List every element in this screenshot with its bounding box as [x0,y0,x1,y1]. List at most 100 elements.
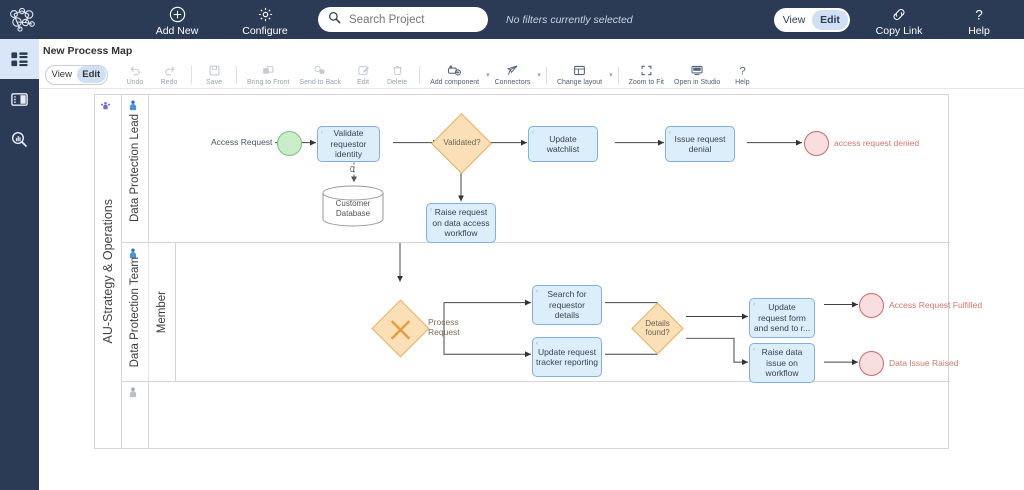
connectors-group[interactable]: Connectors ▾ [490,64,541,86]
app-logo[interactable] [0,0,46,39]
task-update-request-form[interactable]: ‹ Update request form and send to r... [749,298,815,338]
question-mark-icon: ? [736,64,749,78]
start-event[interactable] [277,131,302,156]
add-component-button[interactable]: Add component [425,64,484,86]
help-button[interactable]: ? Help [948,3,1010,37]
change-layout-button[interactable]: Change layout [552,64,607,86]
task-label: Raise request on data access workflow [432,207,490,239]
connectors-button[interactable]: Connectors [490,64,536,86]
plus-circle-icon [169,5,186,24]
task-marker-icon: ‹ [321,130,323,136]
save-disk-icon [208,64,221,78]
lane-3-body[interactable] [149,382,950,449]
toolbar-divider [545,65,547,84]
grid-tiles-icon [11,51,28,66]
end-event-data-issue-raised[interactable] [859,351,884,376]
add-new-button[interactable]: Add New [146,3,208,37]
sidebar-item-analytics-search[interactable] [0,119,39,159]
task-marker-icon: ‹ [430,207,432,213]
change-layout-label: Change layout [556,78,603,86]
undo-button[interactable]: Undo [118,64,152,86]
send-to-back-button[interactable]: Send to Back [294,64,346,86]
toggle-option-edit[interactable]: Edit [812,9,848,30]
lane-1-body[interactable]: Access Request ‹ Validate requestor iden… [149,95,950,243]
data-store-customer-database[interactable]: Customer Database [321,185,385,227]
chevron-down-icon[interactable]: ▾ [486,71,490,79]
editor-view-edit-toggle[interactable]: View Edit [45,64,108,85]
task-raise-request-on-data-access-workflow[interactable]: ‹ Raise request on data access workflow [426,203,496,243]
task-search-for-requestor-details[interactable]: ‹ Search for requestor details [532,285,602,325]
lane-2-header[interactable]: Data Protection Team Member [122,243,176,381]
editor-toggle-edit[interactable]: Edit [76,66,106,83]
configure-button[interactable]: Configure [234,3,296,37]
topbar-action-group: Add New Configure [146,3,296,37]
copy-link-button[interactable]: Copy Link [868,3,930,37]
end-event-denied-label: access request denied [834,138,920,148]
redo-arrow-icon [163,64,176,78]
connectors-label: Connectors [494,78,531,86]
delete-button[interactable]: Delete [380,64,414,86]
task-marker-icon: ‹ [669,130,671,136]
lane-empty [122,382,950,449]
search-input[interactable] [347,12,477,27]
task-label: Raise data issue on workflow [761,347,803,379]
task-update-request-tracker-reporting[interactable]: ‹ Update request tracker reporting [532,337,602,377]
person-icon [128,385,138,403]
save-button[interactable]: Save [197,64,231,86]
editor-toggle-view[interactable]: View [51,69,72,80]
toolbar-help-label: Help [735,78,750,86]
task-label: Update request form and send to r... [753,302,811,334]
toolbar-divider [236,65,237,84]
end-event-data-issue-label: Data Issue Raised [889,358,959,368]
sidebar-item-dashboard[interactable] [0,39,39,79]
lane-3-header[interactable] [122,382,149,449]
edit-element-label: Edit [357,78,370,86]
redo-button[interactable]: Redo [152,64,186,86]
end-event-access-request-fulfilled[interactable] [859,293,884,318]
search-box[interactable] [318,7,488,32]
add-component-group[interactable]: Add component ▾ [425,64,490,86]
person-icon [128,98,138,116]
lane-2-body[interactable]: Process Request ‹ Search for requestor d… [176,243,982,383]
send-to-back-icon [313,64,327,78]
svg-text:?: ? [739,66,745,77]
lane-1-header[interactable]: Data Protection Lead [122,95,149,242]
monitor-icon [690,64,704,78]
chevron-down-icon[interactable]: ▾ [537,71,541,79]
datastore-label-line1: Customer [335,199,371,208]
change-layout-group[interactable]: Change layout ▾ [552,64,613,86]
task-raise-data-issue-on-workflow[interactable]: ‹ Raise data issue on workflow [749,343,815,383]
task-update-watchlist[interactable]: ‹ Update watchlist [528,126,598,162]
task-marker-icon: ‹ [753,302,755,308]
end-event-access-request-denied[interactable] [804,131,829,156]
lane-2-label-col-2: Member [149,243,176,381]
diagram-canvas[interactable]: AU-Strategy & Operations Data Protection… [39,89,1024,484]
toggle-option-view[interactable]: View [782,13,806,26]
save-label: Save [206,78,222,86]
sidebar-item-layout-panel[interactable] [0,79,39,119]
task-validate-requestor-identity[interactable]: ‹ Validate requestor identity [317,126,380,162]
task-marker-icon: ‹ [753,347,755,353]
zoom-to-fit-button[interactable]: Zoom to Fit [624,64,669,86]
pool-label: AU-Strategy & Operations [101,199,115,344]
edit-element-button[interactable]: Edit [346,64,380,86]
toolbar-help-button[interactable]: ? Help [725,64,759,86]
gateway-process-request[interactable] [371,299,430,358]
view-edit-toggle[interactable]: View Edit [774,7,850,32]
task-issue-request-denial[interactable]: ‹ Issue request denial [665,126,735,162]
chevron-down-icon[interactable]: ▾ [609,71,613,79]
bring-to-front-label: Bring to Front [247,78,290,86]
pool-header[interactable]: AU-Strategy & Operations [95,95,122,448]
bring-to-front-button[interactable]: Bring to Front [242,64,294,86]
redo-label: Redo [160,78,178,86]
task-marker-icon: ‹ [536,289,538,295]
lane-data-protection-lead: Data Protection Lead [122,95,950,243]
person-icon [128,246,138,264]
send-to-back-label: Send to Back [299,78,342,86]
molecule-logo-icon [10,7,35,32]
search-icon [328,11,341,29]
open-in-studio-button[interactable]: Open in Studio [669,64,725,86]
undo-arrow-icon [129,64,142,78]
search-chart-icon [11,131,27,147]
gateway-label-line1: Process [428,317,459,327]
